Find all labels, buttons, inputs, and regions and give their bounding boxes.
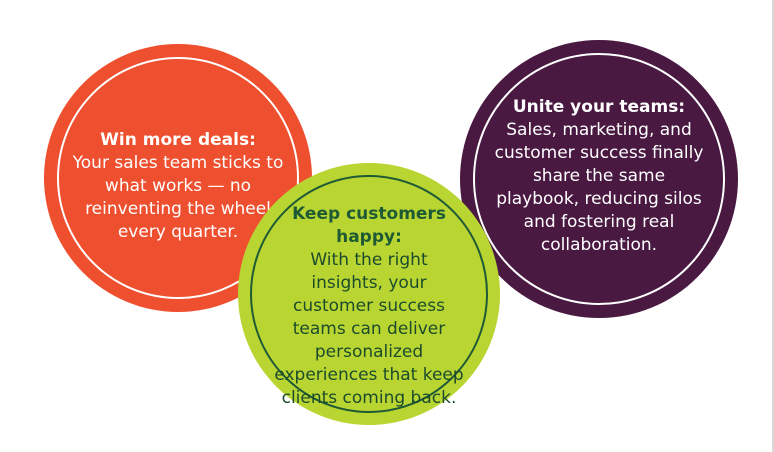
keep-customers-happy-content: Keep customers happy: With the right ins… — [274, 203, 464, 410]
unite-teams-circle: Unite your teams: Sales, marketing, and … — [460, 40, 738, 318]
unite-teams-body: Sales, marketing, and customer success f… — [494, 120, 704, 255]
keep-customers-happy-body: With the right insights, your customer s… — [274, 250, 464, 408]
unite-teams-content: Unite your teams: Sales, marketing, and … — [492, 96, 706, 257]
right-edge-divider — [772, 0, 774, 452]
win-more-deals-body: Your sales team sticks to what works — n… — [72, 153, 284, 242]
win-more-deals-content: Win more deals: Your sales team sticks t… — [72, 129, 284, 244]
keep-customers-happy-circle: Keep customers happy: With the right ins… — [238, 163, 500, 425]
keep-customers-happy-heading: Keep customers happy: — [292, 204, 446, 247]
unite-teams-heading: Unite your teams: — [512, 97, 686, 117]
win-more-deals-heading: Win more deals: — [100, 130, 256, 150]
